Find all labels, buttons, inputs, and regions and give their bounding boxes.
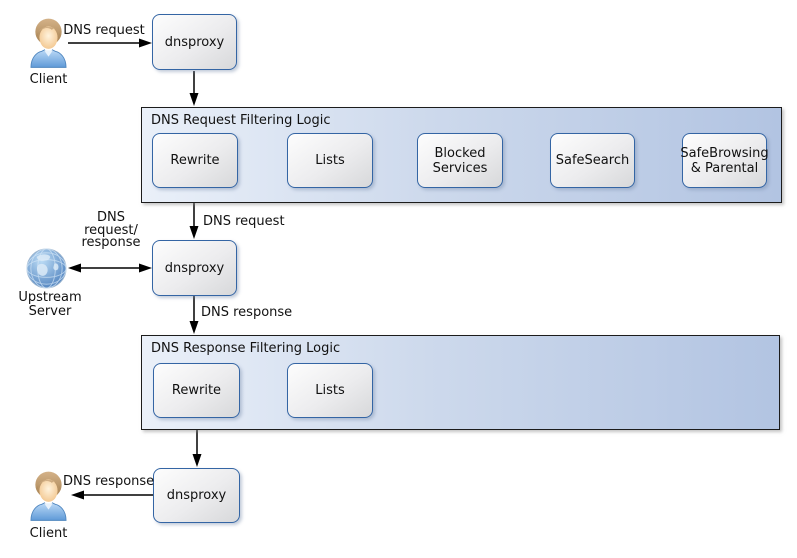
step-label: SafeBrowsing & Parental xyxy=(680,145,769,176)
arrowhead xyxy=(192,454,202,467)
dnsproxy-node-top: dnsproxy xyxy=(152,14,237,70)
step-lists-response: Lists xyxy=(287,363,373,418)
step-safesearch: SafeSearch xyxy=(550,133,635,188)
step-rewrite-request: Rewrite xyxy=(152,133,238,188)
arrowhead xyxy=(68,263,81,273)
edge-label-dns-response-mid: DNS response xyxy=(201,305,293,320)
step-label: Rewrite xyxy=(171,383,222,398)
step-label: Lists xyxy=(315,383,345,398)
step-blocked-services: Blocked Services xyxy=(417,133,503,188)
dnsproxy-node-bottom: dnsproxy xyxy=(153,468,240,523)
step-label: Rewrite xyxy=(170,153,220,168)
arrowhead xyxy=(189,226,199,239)
globe-icon xyxy=(25,247,68,290)
edge-label-dns-response-bottom: DNS response xyxy=(63,474,155,489)
dnsproxy-label: dnsproxy xyxy=(164,260,225,276)
edge-label-upstream-exchange: DNS request/ response xyxy=(81,210,141,250)
step-safebrowsing-parental: SafeBrowsing & Parental xyxy=(680,133,769,188)
request-filtering-title: DNS Request Filtering Logic xyxy=(151,113,331,128)
response-filtering-container: DNS Response Filtering Logic xyxy=(141,335,780,430)
arrowhead xyxy=(189,93,199,106)
step-lists-request: Lists xyxy=(287,133,373,188)
step-rewrite-response: Rewrite xyxy=(153,363,240,418)
dnsproxy-label: dnsproxy xyxy=(164,34,225,50)
step-label: Lists xyxy=(315,153,345,168)
arrowhead xyxy=(189,321,199,334)
response-filtering-title: DNS Response Filtering Logic xyxy=(151,341,341,356)
edge-label-dns-request-mid: DNS request xyxy=(203,214,285,229)
arrowhead xyxy=(139,263,152,273)
dnsproxy-label: dnsproxy xyxy=(166,488,227,503)
step-label: Blocked Services xyxy=(432,145,488,176)
client-top-label: Client xyxy=(29,72,68,87)
client-bottom-label: Client xyxy=(29,526,68,541)
person-icon xyxy=(29,470,68,522)
arrowhead xyxy=(139,38,152,48)
dnsproxy-node-middle: dnsproxy xyxy=(152,240,237,296)
upstream-server-label: Upstream Server xyxy=(18,290,82,319)
edge-label-dns-request-top: DNS request xyxy=(63,23,145,38)
arrowhead xyxy=(71,490,84,500)
step-label: SafeSearch xyxy=(555,153,630,168)
person-icon xyxy=(29,17,68,69)
